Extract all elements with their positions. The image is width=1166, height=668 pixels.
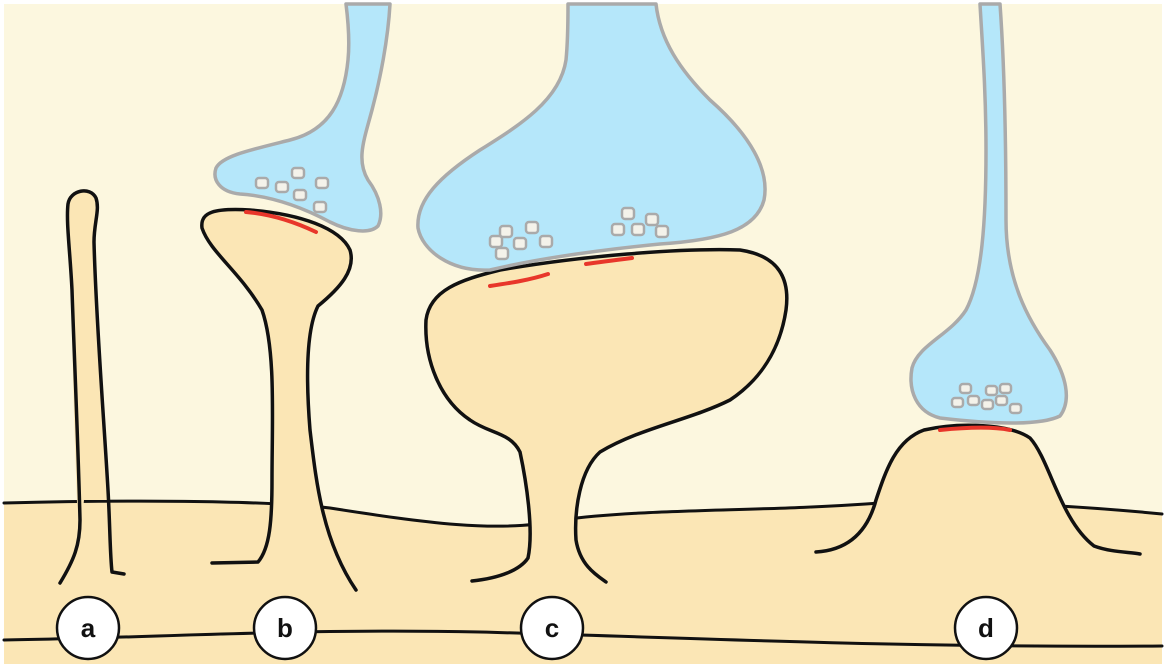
label-b: b [254,597,316,659]
label-b-text: b [277,613,293,643]
label-d: d [955,597,1017,659]
label-c: c [521,597,583,659]
label-a-text: a [81,613,96,643]
label-a: a [57,597,119,659]
label-c-text: c [545,613,559,643]
label-d-text: d [978,613,994,643]
